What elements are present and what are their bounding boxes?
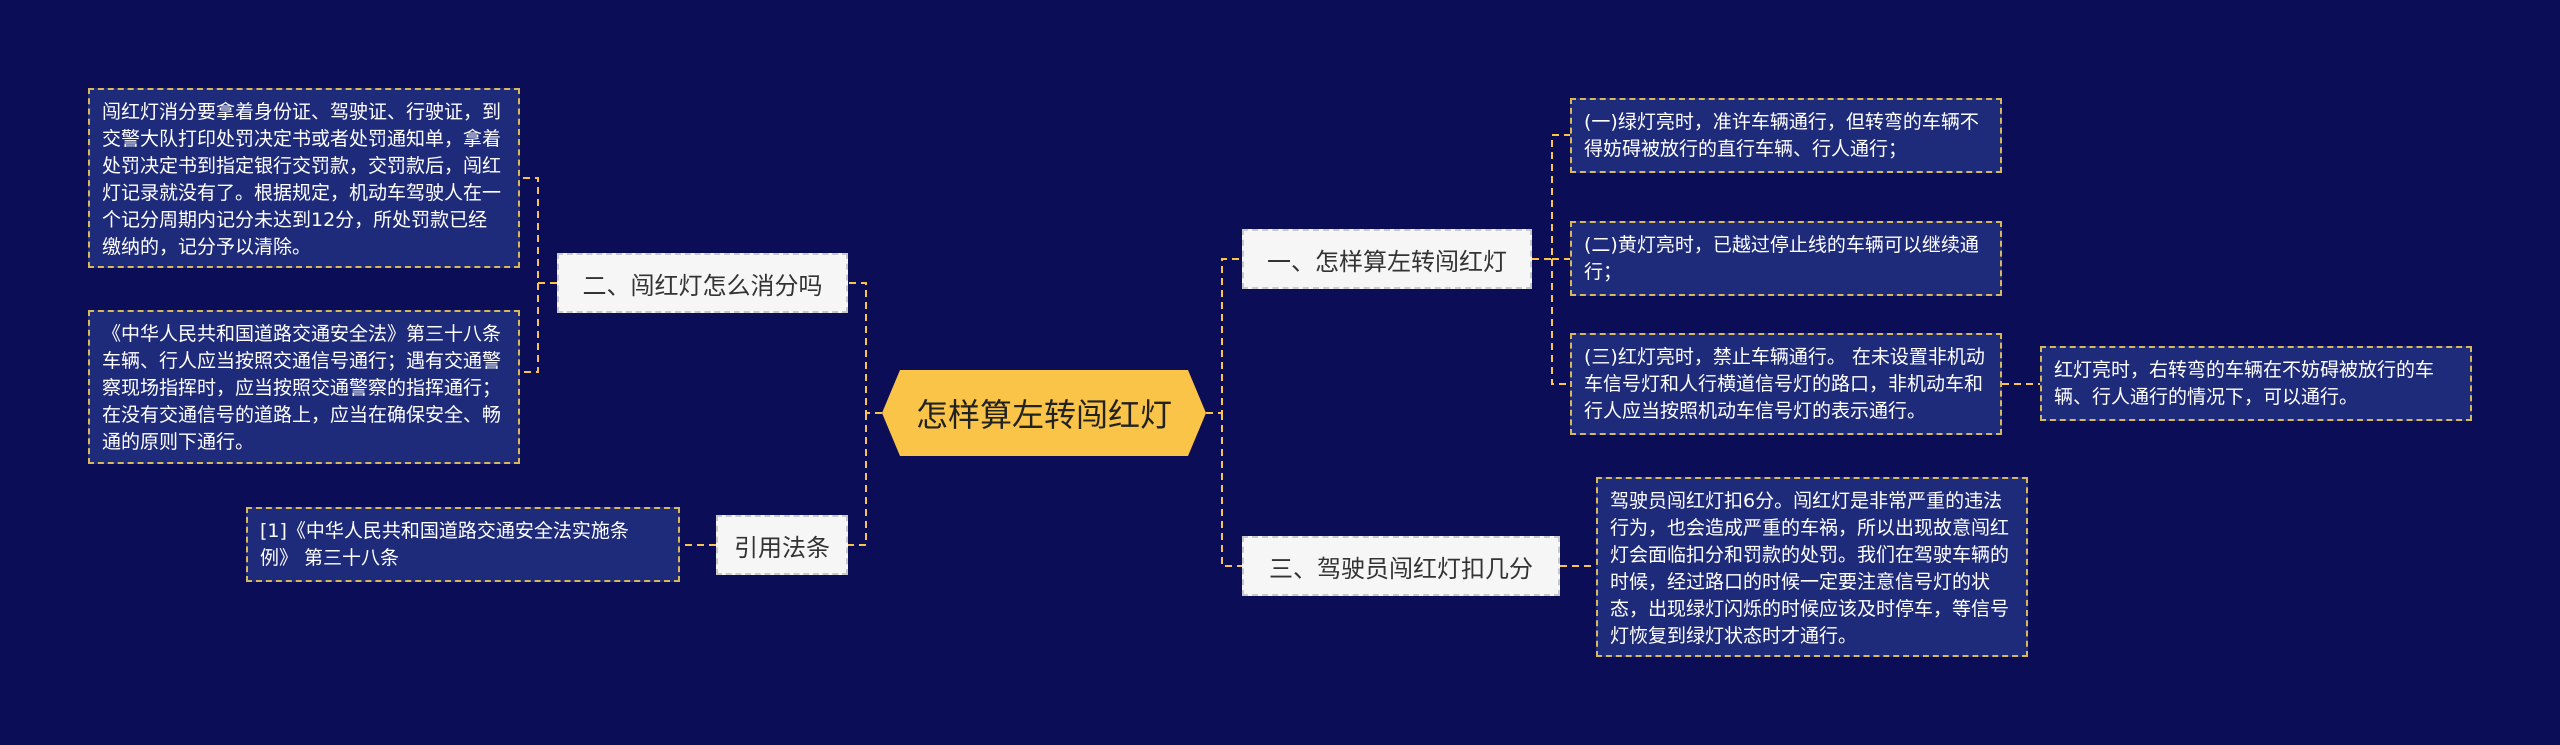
branch-cited-law[interactable]: 引用法条 xyxy=(716,515,848,575)
leaf-penalty-detail[interactable]: 驾驶员闯红灯扣6分。闯红灯是非常严重的违法行为，也会造成严重的车祸，所以出现故意… xyxy=(1596,477,2028,657)
leaf-text: (二)黄灯亮时，已越过停止线的车辆可以继续通行； xyxy=(1584,234,1979,283)
leaf-traffic-law-article-38[interactable]: 《中华人民共和国道路交通安全法》第三十八条车辆、行人应当按照交通信号通行；遇有交… xyxy=(88,310,520,464)
leaf-reference[interactable]: [1]《中华人民共和国道路交通安全法实施条例》 第三十八条 xyxy=(246,507,680,582)
leaf-red-light-right-turn[interactable]: 红灯亮时，右转弯的车辆在不妨碍被放行的车辆、行人通行的情况下，可以通行。 xyxy=(2040,346,2472,421)
leaf-clear-procedure[interactable]: 闯红灯消分要拿着身份证、驾驶证、行驶证，到交警大队打印处罚决定书或者处罚通知单，… xyxy=(88,88,520,268)
leaf-red-light[interactable]: (三)红灯亮时，禁止车辆通行。 在未设置非机动车信号灯和人行横道信号灯的路口，非… xyxy=(1570,333,2002,435)
root-topic-label: 怎样算左转闯红灯 xyxy=(915,396,1172,434)
branch-label: 三、驾驶员闯红灯扣几分 xyxy=(1269,554,1533,583)
branch-label: 引用法条 xyxy=(734,533,830,562)
branch-label: 二、闯红灯怎么消分吗 xyxy=(582,271,823,300)
branch-clear-points[interactable]: 二、闯红灯怎么消分吗 xyxy=(557,253,848,313)
leaf-text: 《中华人民共和国道路交通安全法》第三十八条车辆、行人应当按照交通信号通行；遇有交… xyxy=(102,323,502,453)
branch-label: 一、怎样算左转闯红灯 xyxy=(1267,247,1507,276)
connector-root-b3 xyxy=(1221,413,1242,567)
leaf-text: 驾驶员闯红灯扣6分。闯红灯是非常严重的违法行为，也会造成严重的车祸，所以出现故意… xyxy=(1610,490,2010,647)
branch-penalty-points[interactable]: 三、驾驶员闯红灯扣几分 xyxy=(1242,536,1560,596)
leaf-yellow-light[interactable]: (二)黄灯亮时，已越过停止线的车辆可以继续通行； xyxy=(1570,221,2002,296)
leaf-text: (一)绿灯亮时，准许车辆通行，但转弯的车辆不得妨碍被放行的直行车辆、行人通行； xyxy=(1584,111,1979,160)
leaf-text: 闯红灯消分要拿着身份证、驾驶证、行驶证，到交警大队打印处罚决定书或者处罚通知单，… xyxy=(102,101,502,258)
branch-left-turn-definition[interactable]: 一、怎样算左转闯红灯 xyxy=(1242,229,1532,289)
connector-root-b4 xyxy=(848,413,867,546)
root-topic[interactable]: 怎样算左转闯红灯 xyxy=(882,370,1206,456)
connector-root-b1 xyxy=(1206,258,1242,414)
connector-b2-leaves xyxy=(520,177,557,373)
leaf-green-light[interactable]: (一)绿灯亮时，准许车辆通行，但转弯的车辆不得妨碍被放行的直行车辆、行人通行； xyxy=(1570,98,2002,173)
connector-root-b2 xyxy=(848,282,882,414)
leaf-text: 红灯亮时，右转弯的车辆在不妨碍被放行的车辆、行人通行的情况下，可以通行。 xyxy=(2054,359,2435,408)
leaf-text: (三)红灯亮时，禁止车辆通行。 在未设置非机动车信号灯和人行横道信号灯的路口，非… xyxy=(1584,346,1985,422)
connector-b1-leaves xyxy=(1532,134,1570,385)
leaf-text: [1]《中华人民共和国道路交通安全法实施条例》 第三十八条 xyxy=(260,520,629,569)
